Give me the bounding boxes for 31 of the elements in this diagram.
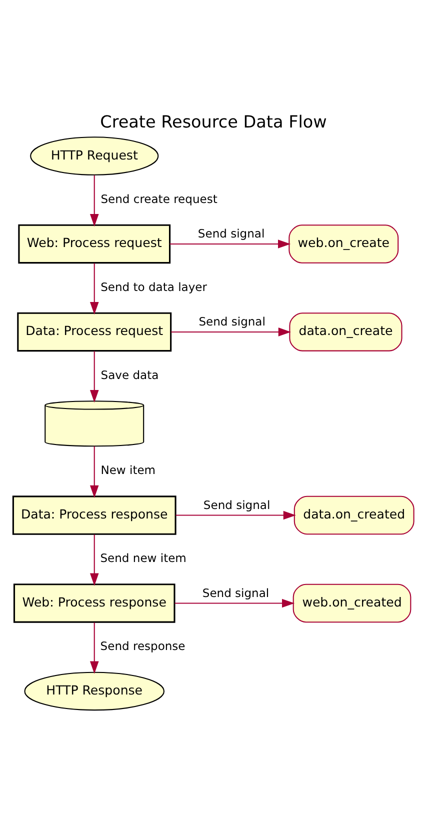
arrow — [89, 534, 98, 586]
edge-label: New item — [100, 462, 156, 477]
arrow — [89, 262, 98, 314]
arrow — [89, 622, 98, 674]
node-box: web.on_create — [288, 224, 398, 263]
diagram-title: Create Resource Data Flow — [100, 111, 326, 132]
edge-label: Send create request — [100, 191, 217, 206]
arrow — [89, 350, 98, 402]
node-box: data.on_created — [293, 495, 414, 534]
edge-label: Send response — [100, 638, 185, 653]
arrow — [89, 446, 98, 498]
edge-label: Send signal — [202, 585, 269, 600]
node-ellipse: HTTP Request — [30, 136, 158, 175]
node-box: Data: Process request — [16, 312, 172, 352]
node-box: Web: Process response — [12, 583, 175, 622]
arrow — [169, 239, 290, 248]
edge-label: Save data — [100, 367, 158, 382]
edge-label: Send signal — [202, 497, 270, 512]
arrow — [170, 327, 290, 336]
node-box: web.on_created — [292, 583, 411, 622]
node-box: Web: Process request — [18, 224, 170, 264]
node-ellipse: HTTP Response — [24, 671, 164, 710]
node-box: Data: Process response — [12, 495, 176, 534]
edge-label: Send to data layer — [100, 279, 206, 294]
edge-label: Send signal — [198, 314, 265, 328]
arrow — [89, 174, 98, 226]
edge-label: Send signal — [197, 226, 264, 240]
arrow — [175, 510, 296, 520]
arrow — [174, 598, 294, 608]
node-box: data.on_create — [288, 312, 402, 351]
edge-label: Send new item — [100, 550, 186, 565]
